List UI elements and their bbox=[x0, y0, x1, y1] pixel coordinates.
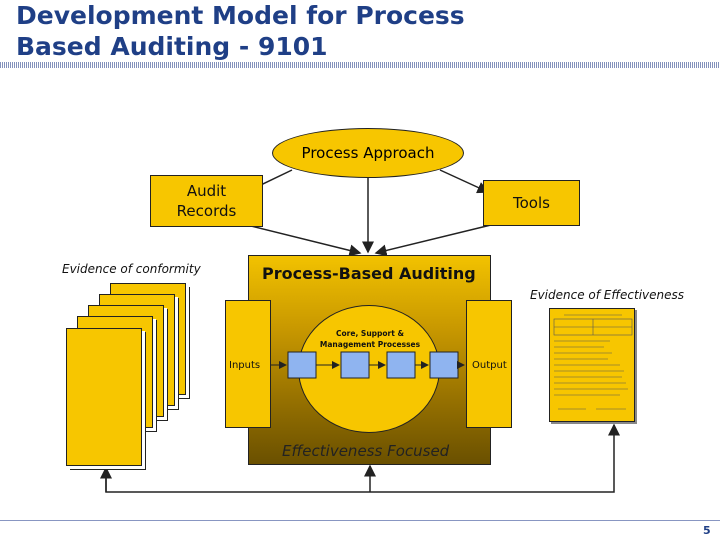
effectiveness-focused-label: Effectiveness Focused bbox=[282, 442, 450, 460]
process-step-4 bbox=[429, 351, 459, 379]
process-step-3 bbox=[386, 351, 416, 379]
audit-records-box: Audit Records bbox=[150, 175, 263, 227]
process-step-1 bbox=[287, 351, 317, 379]
process-approach-ellipse: Process Approach bbox=[272, 128, 464, 178]
arrow-audit-to-pba bbox=[234, 221, 362, 257]
arrow-to-tools bbox=[439, 169, 490, 194]
evidence-effectiveness-label: Evidence of Effectiveness bbox=[530, 288, 685, 302]
footer-divider bbox=[0, 520, 720, 521]
page-number: 5 bbox=[703, 524, 711, 537]
conformity-doc-1 bbox=[66, 328, 142, 466]
page-title: Development Model for Process Based Audi… bbox=[16, 0, 465, 62]
process-approach-label: Process Approach bbox=[301, 144, 435, 162]
output-label: Output bbox=[472, 360, 507, 371]
arrow-tools-to-pba bbox=[374, 223, 496, 257]
title-divider bbox=[0, 62, 720, 68]
core-processes-label: Core, Support & Management Processes bbox=[319, 329, 421, 349]
tools-label: Tools bbox=[513, 194, 550, 212]
title-line-1: Development Model for Process bbox=[16, 1, 465, 30]
tools-box: Tools bbox=[483, 180, 580, 226]
effectiveness-form-doc bbox=[549, 308, 635, 422]
inputs-box bbox=[225, 300, 271, 428]
output-box bbox=[466, 300, 512, 428]
process-step-2 bbox=[340, 351, 370, 379]
title-line-2: Based Auditing - 9101 bbox=[16, 32, 328, 61]
process-based-auditing-label: Process-Based Auditing bbox=[262, 264, 476, 283]
audit-records-label: Audit Records bbox=[176, 182, 237, 220]
inputs-label: Inputs bbox=[229, 360, 261, 371]
evidence-conformity-label: Evidence of conformity bbox=[62, 262, 201, 276]
form-lines-graphic bbox=[553, 314, 633, 410]
